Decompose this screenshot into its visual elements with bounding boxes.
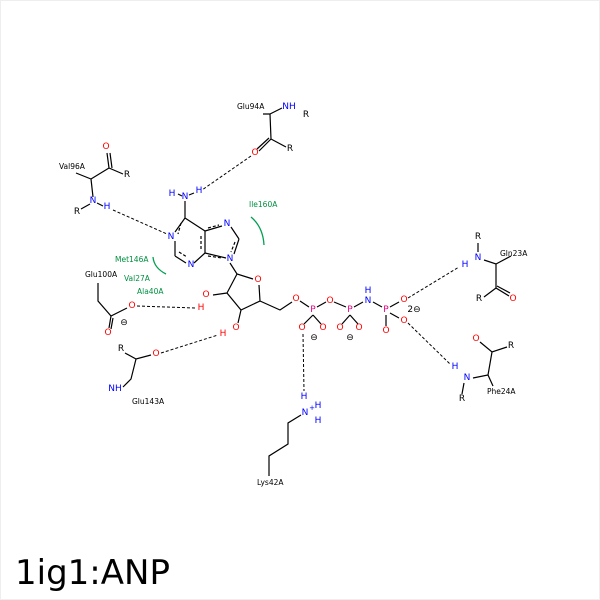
atom-label: R <box>508 341 514 351</box>
hbond-glu143 <box>160 334 219 354</box>
hydrophobic-arc-met146 <box>152 256 167 275</box>
atom-label: O <box>202 290 209 300</box>
atom-label: R <box>118 344 124 354</box>
atom-label: R <box>287 144 293 154</box>
atom-label: R <box>475 232 481 242</box>
residue-label-val96: Val96A <box>59 162 86 171</box>
residue-label-lys42: Lys42A <box>257 478 284 487</box>
atom-label: H <box>315 416 322 426</box>
atom-label: O <box>102 142 109 152</box>
residue-label-met146: Met146A <box>115 255 149 264</box>
atom-label: N <box>475 253 482 263</box>
atom-label: O <box>400 316 407 326</box>
atom-label: N <box>302 408 309 418</box>
atom-label: O <box>382 326 389 336</box>
atom-label: N <box>168 232 175 242</box>
atom-label: P <box>347 305 353 315</box>
atom-label: H <box>365 286 372 296</box>
charge-label: + <box>309 404 315 412</box>
charge-label: ⊖ <box>120 318 128 328</box>
atom-label: NH <box>282 102 296 112</box>
atom-label: P <box>383 305 389 315</box>
atom-label: N <box>90 196 97 206</box>
diagram-title: 1ig1:ANP <box>15 553 170 593</box>
atom-label: H <box>462 260 469 270</box>
atom-label: H <box>198 303 205 313</box>
atom-label: O <box>326 296 333 306</box>
bonds <box>75 107 512 476</box>
atom-label: N <box>182 192 189 202</box>
atom-label: H <box>196 186 203 196</box>
atom-label: H <box>104 202 111 212</box>
atom-label: P <box>310 305 316 315</box>
residue-label-glu100: Glu100A <box>85 270 118 279</box>
residue-label-ile160: Ile160A <box>249 200 278 209</box>
atom-label: NH <box>108 384 122 394</box>
atom-label: O <box>400 295 407 305</box>
atom-label: O <box>319 323 326 333</box>
residue-label-val27: Val27A <box>124 274 151 283</box>
atom-label: R <box>124 170 130 180</box>
atom-label: O <box>298 323 305 333</box>
atom-label: N <box>224 219 231 229</box>
atom-label: H <box>452 362 459 372</box>
atom-label: O <box>254 275 261 285</box>
residue-labels: Glu94A Val96A Ile160A Met146A Val27A Ala… <box>59 102 528 487</box>
atom-label: R <box>74 207 80 217</box>
atom-label: O <box>336 323 343 333</box>
hbond-glu94 <box>201 155 252 191</box>
atom-label: H <box>301 392 308 402</box>
atom-label: O <box>152 349 159 359</box>
atom-label: N <box>227 254 234 264</box>
atom-label: H <box>315 401 322 411</box>
atom-label: R <box>303 110 309 120</box>
residue-label-ala40: Ala40A <box>137 287 164 296</box>
atom-labels: NH R O R O R N H R N H H N N N N O O H O… <box>74 102 517 426</box>
atom-label: N <box>464 373 471 383</box>
residue-label-glu143: Glu143A <box>132 397 165 406</box>
charge-label: ⊖ <box>346 333 354 343</box>
atom-label: R <box>476 294 482 304</box>
atom-label: O <box>128 301 135 311</box>
atom-label: O <box>292 294 299 304</box>
hbond-glu100 <box>136 305 196 309</box>
hydrophobic-arc-ile160 <box>250 216 265 246</box>
hbond-lys42 <box>302 333 305 392</box>
atom-label: O <box>251 148 258 158</box>
hbond-phe24 <box>407 322 451 365</box>
residue-label-glu94: Glu94A <box>237 102 265 111</box>
hbond-gln23 <box>407 266 460 299</box>
hydrogen-bonds <box>112 155 460 392</box>
residue-label-gln23: Gln23A <box>500 249 528 258</box>
atom-label: O <box>232 323 239 333</box>
charge-label: 2⊖ <box>407 305 420 315</box>
atom-label: R <box>459 394 465 404</box>
hbond-val96 <box>112 209 168 235</box>
atom-label: N <box>188 260 195 270</box>
atom-label: N <box>365 296 372 306</box>
atom-label: O <box>104 328 111 338</box>
atom-label: O <box>509 294 516 304</box>
atom-label: H <box>169 189 176 199</box>
atom-label: O <box>355 323 362 333</box>
charge-label: ⊖ <box>310 333 318 343</box>
atom-label: H <box>220 329 227 339</box>
atom-label: O <box>472 334 479 344</box>
residue-label-phe24: Phe24A <box>487 387 516 396</box>
